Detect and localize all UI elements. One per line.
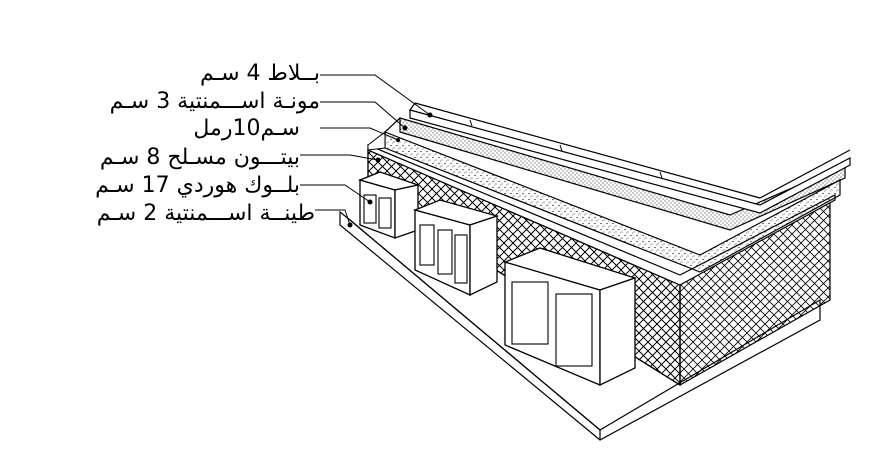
leader-lines [300,74,431,226]
hourdi-block-1 [357,171,421,239]
label-cement-plaster: طينــة اســـمنتية 2 سـم [96,201,315,226]
label-tiles: بــلاط 4 سـم [200,61,320,86]
label-reinforced-concrete: بيتـــون مسـلح 8 سـم [99,145,300,170]
label-hourdi-block: بلــوك هوردي 17 سـم [95,173,300,198]
label-cement-mortar: مونـة اســـمنتية 3 سـم [109,89,320,114]
hourdi-block-2 [412,199,500,297]
hourdi-block-3 [503,247,638,387]
label-sand: سـم10رمل [193,116,300,141]
mortar-layer [384,117,846,231]
plaster-layer [339,210,821,441]
leader-dots [347,112,433,228]
tile-layer [409,102,851,214]
sand-layer [367,130,841,273]
